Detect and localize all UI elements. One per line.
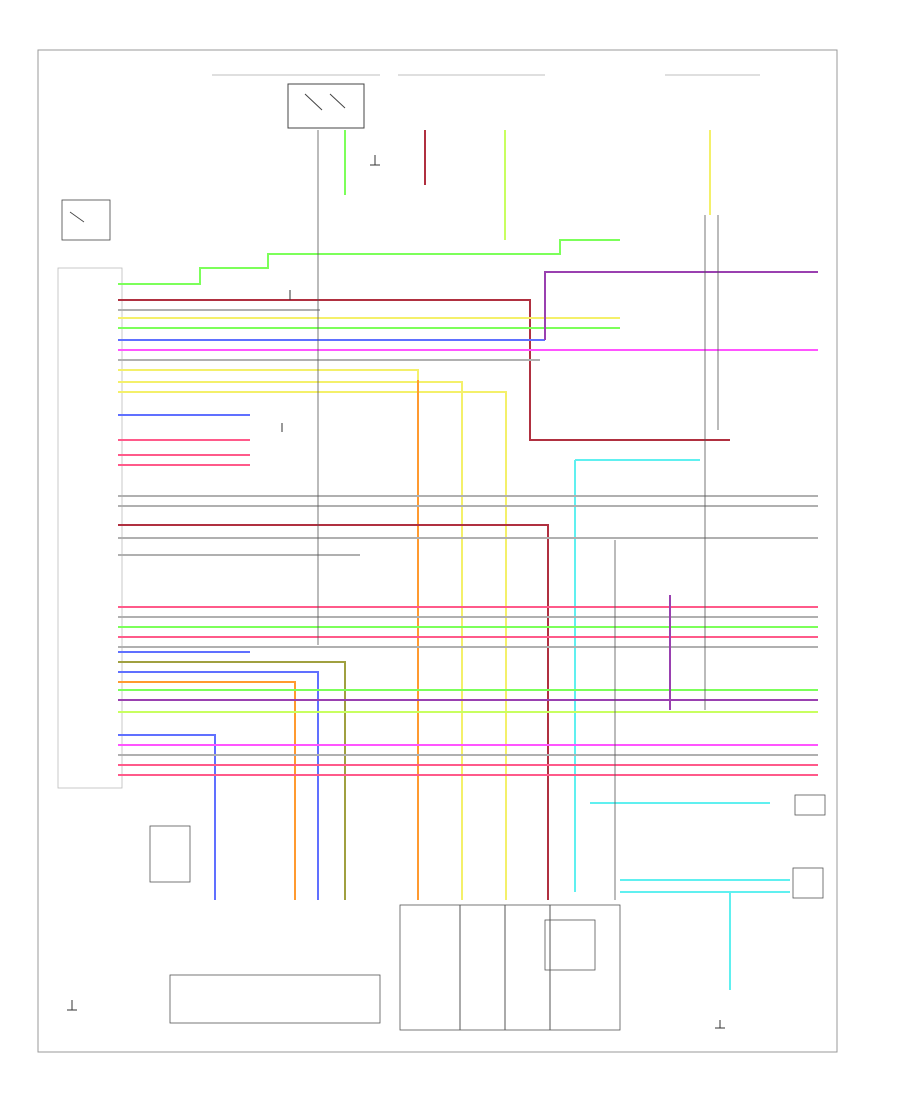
wire-yellow2: [118, 369, 419, 820]
wire-yellow3: [118, 381, 463, 820]
wire-blue5: [118, 734, 216, 900]
bus-lines: [317, 130, 719, 900]
wire-green: [118, 239, 620, 285]
wire-darkred2: [118, 524, 549, 820]
wire-olive: [118, 661, 346, 900]
relay-contact: [304, 93, 323, 111]
diagram-border: [37, 49, 838, 1053]
wire-purple: [544, 271, 818, 340]
connector-box-right: [794, 794, 826, 816]
bottom-module-left: [169, 974, 381, 1024]
bottom-switch-box: [544, 919, 596, 971]
wire-darkred: [118, 299, 730, 441]
connector-stubs: [417, 820, 551, 1030]
wire-group: [118, 130, 818, 990]
wire-yellow4: [118, 391, 507, 820]
wire-orange2: [118, 681, 296, 900]
wire-blue4: [118, 671, 319, 900]
relay-contact: [329, 93, 346, 109]
ecm-connector-block: [57, 267, 123, 789]
bottom-module-mid: [399, 904, 621, 1031]
ground-symbol: [67, 155, 725, 1029]
right-sensor-box: [792, 867, 824, 899]
relay-box: [287, 83, 365, 129]
sensor-switch: [69, 211, 85, 223]
left-connector-box: [149, 825, 191, 883]
sensor-box: [61, 199, 111, 241]
